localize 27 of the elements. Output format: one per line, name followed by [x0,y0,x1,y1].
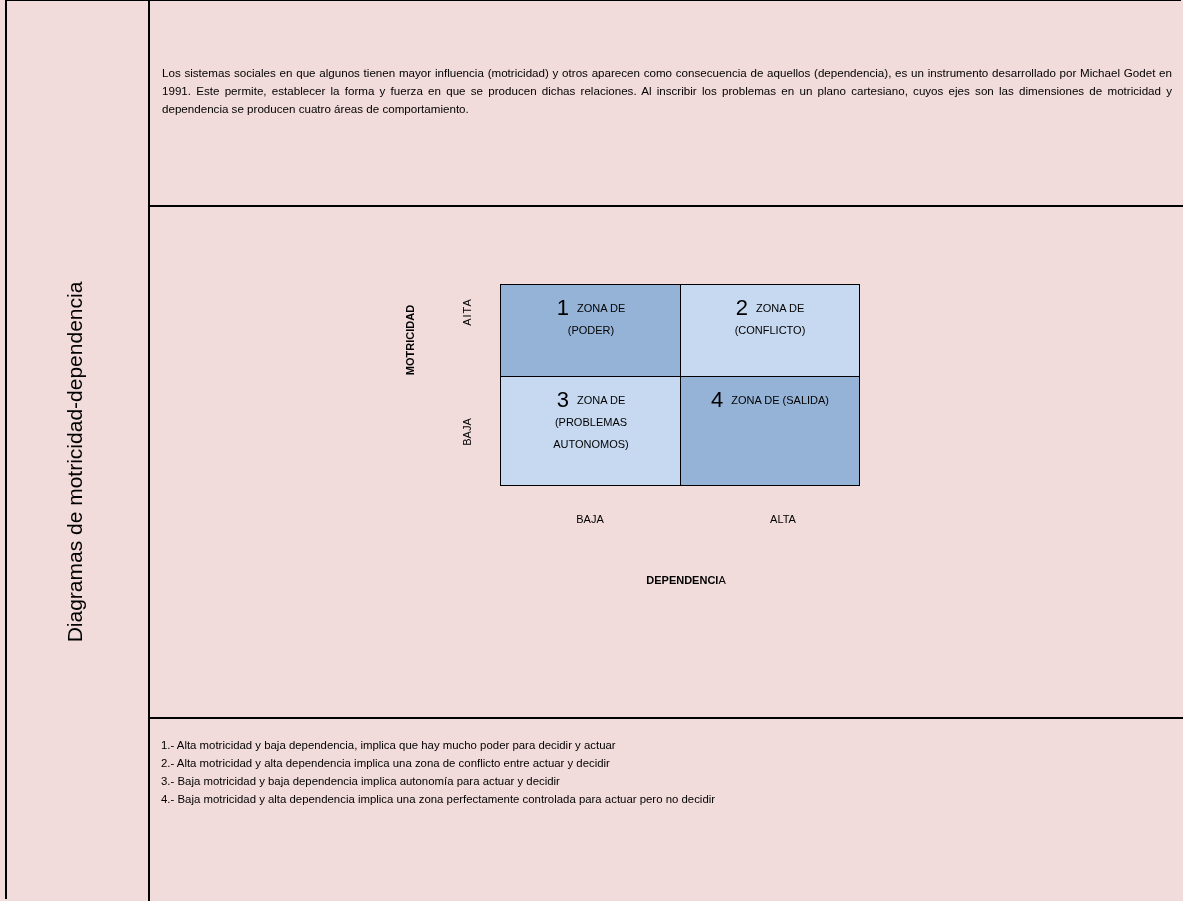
quadrant-label: (PROBLEMAS AUTONOMOS) [552,415,630,452]
description-paragraph: Los sistemas sociales en que algunos tienen mayor influencia (motricidad) y otros aparecen como consecuencia de aquellos (dependencia), es un instrumento desarrollado por Michael Godet en 1991. Este permite, establecer la forma y fuerza en que se producen dichas relaciones. Al inscribir los problemas en un plano cartesiano, cuyos ejes son las dimensiones de motricidad y dependencia se producen cuatro áreas de comportamiento. [162,65,1172,117]
quadrant-label: ZONA DE [755,301,805,316]
axis-label: BAJA [576,513,604,525]
quadrant-number: 3 [556,389,569,411]
note-text: 2.- Alta motricidad y alta dependencia implica una zona de conflicto entre actuar y decidir [161,756,610,771]
quadrant-cell [500,284,682,378]
note-text: 3.- Baja motricidad y baja dependencia implica autonomía para actuar y decidir [161,774,560,789]
quadrant-label: (PODER) [566,323,616,338]
note-text: 4.- Baja motricidad y alta dependencia implica una zona perfectamente controlada para actuar pero no decidir [161,792,716,807]
quadrant-label: (CONFLICTO) [733,323,807,338]
axis-label: AITA [461,298,473,326]
quadrant-number: 2 [735,297,748,319]
quadrant-cell [680,376,860,486]
quadrant-number: 1 [556,297,569,319]
axis-label: DEPENDENCIA [646,574,726,586]
axis-label: MOTRICIDAD [404,304,416,376]
quadrant-label: ZONA DE (SALIDA) [731,393,829,408]
quadrant-number: 4 [710,389,724,411]
vertical-title: Diagramas de motricidad-dependencia [63,280,87,645]
note-text: 1.- Alta motricidad y baja dependencia, implica que hay mucho poder para decidir y actuar [161,738,616,753]
quadrant-cell [500,376,682,486]
quadrant-label: ZONA DE [576,301,626,316]
quadrant-cell [680,284,860,378]
axis-label: BAJA [461,418,473,446]
axis-label: ALTA [770,513,796,525]
quadrant-label: ZONA DE [576,393,626,408]
